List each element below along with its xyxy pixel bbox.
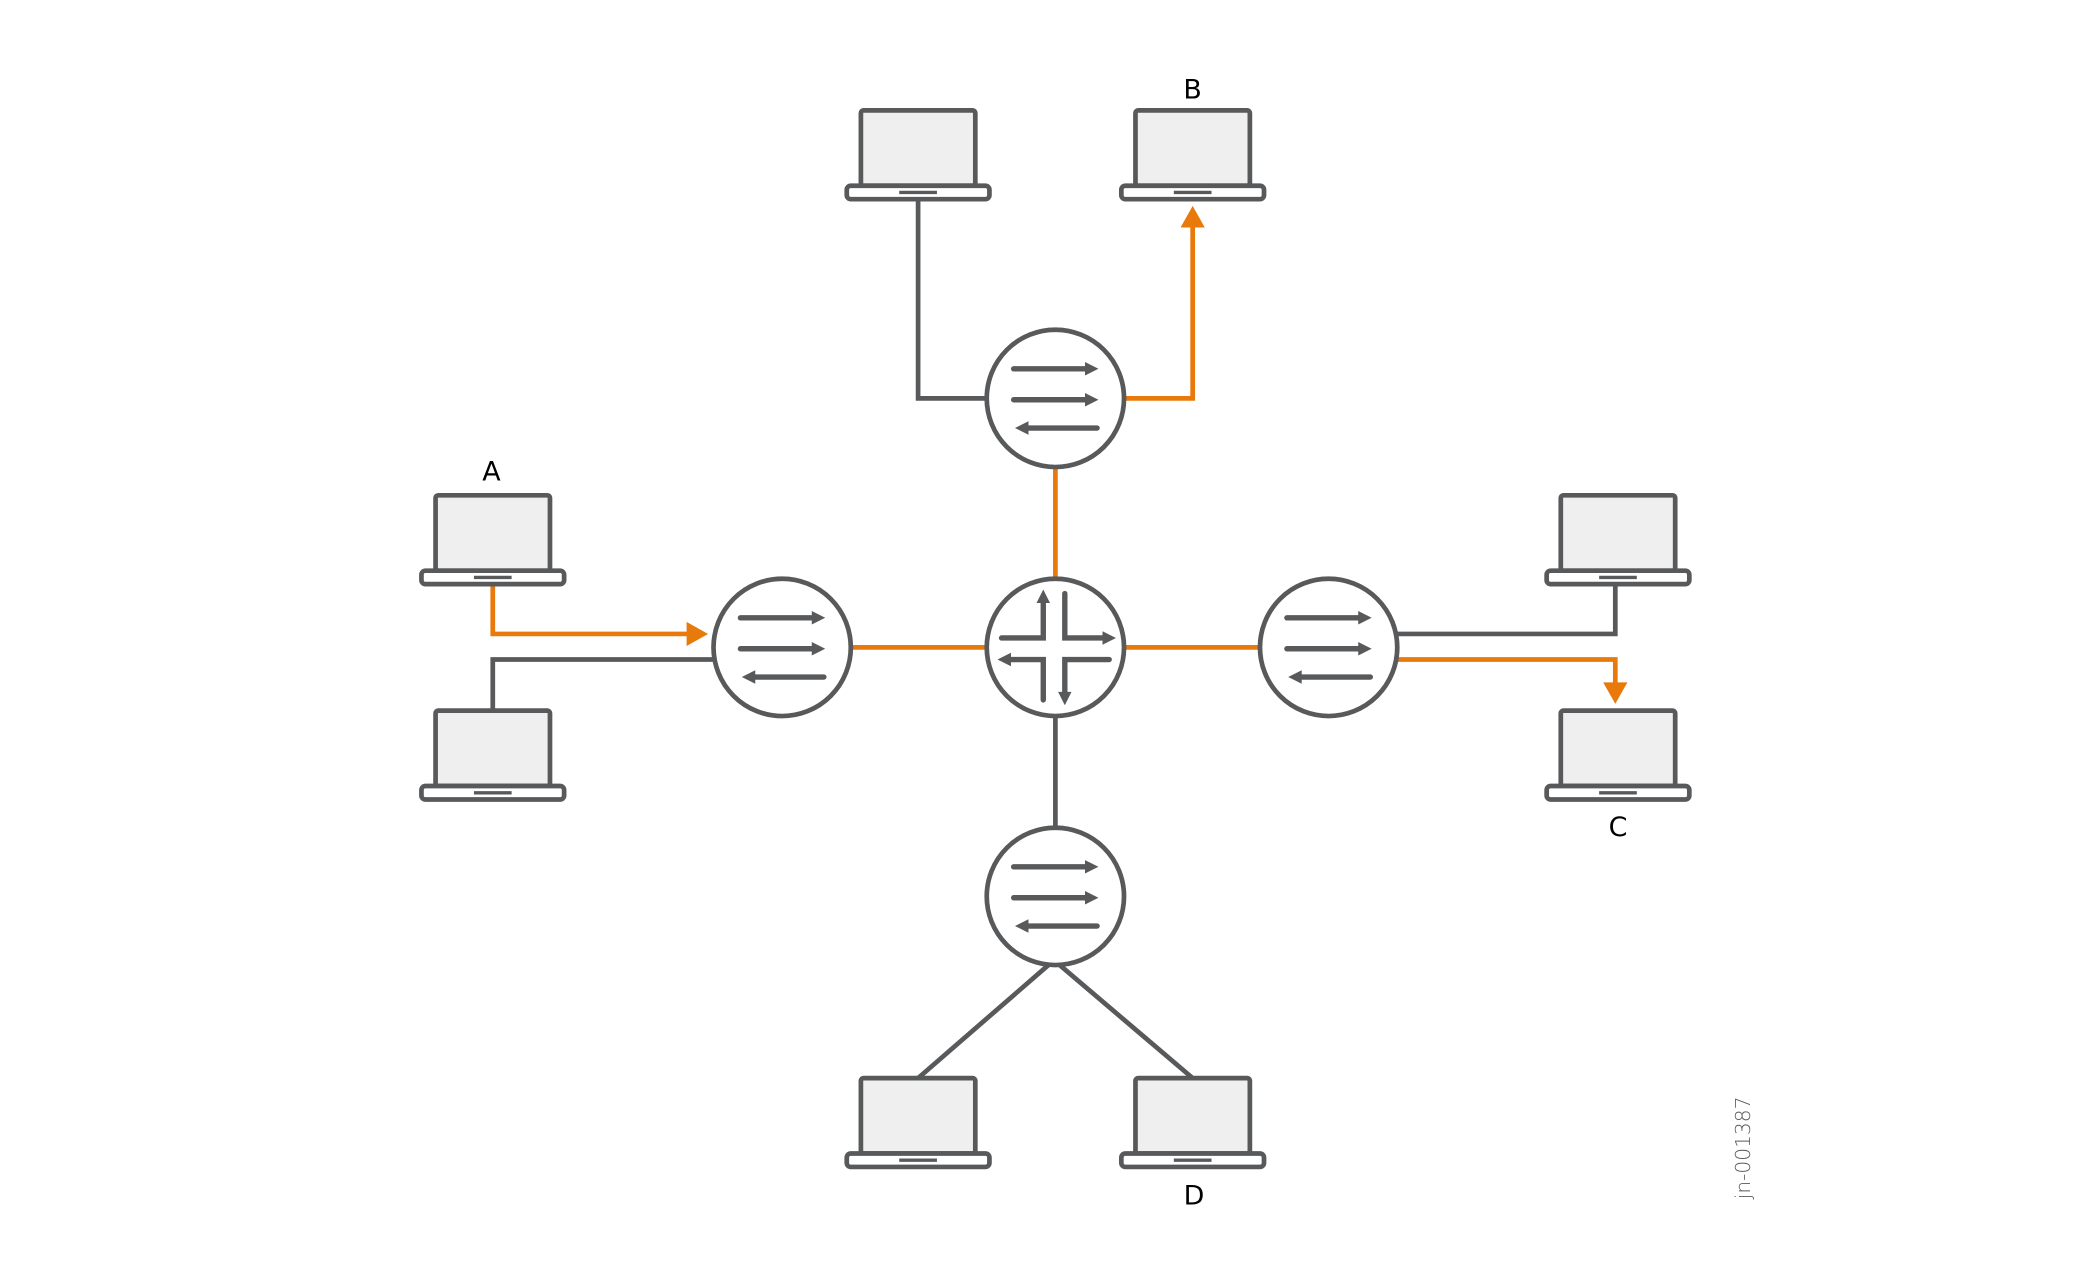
label-A: A: [482, 457, 501, 488]
arrow-to-C: [1603, 682, 1628, 704]
laptop-icon-D: [1121, 1078, 1264, 1167]
link-host-B: [1124, 226, 1196, 401]
link-host-top-left: [915, 199, 987, 401]
laptop-icon-B: [1121, 110, 1264, 199]
label-D: D: [1184, 1181, 1205, 1212]
switch-right-icon: [1260, 579, 1397, 716]
label-B: B: [1183, 74, 1201, 105]
link-host-bottom-left: [916, 961, 1052, 1080]
label-C: C: [1609, 812, 1628, 843]
switch-top-icon: [987, 330, 1124, 467]
switch-bottom-icon: [987, 828, 1124, 965]
link-host-right-top: [1397, 584, 1618, 637]
link-host-A: [490, 584, 688, 637]
arrow-from-A: [686, 621, 709, 647]
switch-left-icon: [714, 579, 851, 716]
laptop-icon-A: [421, 495, 564, 584]
link-host-left-bottom: [490, 657, 714, 711]
router-icon: [987, 579, 1124, 716]
link-host-D: [1056, 961, 1195, 1080]
laptop-icon-C: [1547, 711, 1690, 800]
laptop-icon-right-top: [1547, 495, 1690, 584]
laptop-icon-bottom-left: [847, 1078, 990, 1167]
laptop-icon-top-left: [847, 110, 990, 199]
figure-id-watermark: jn-001387: [1731, 1097, 1755, 1201]
link-host-C: [1397, 657, 1618, 684]
laptop-icon-left-bottom: [421, 711, 564, 800]
arrow-to-B: [1180, 205, 1205, 228]
